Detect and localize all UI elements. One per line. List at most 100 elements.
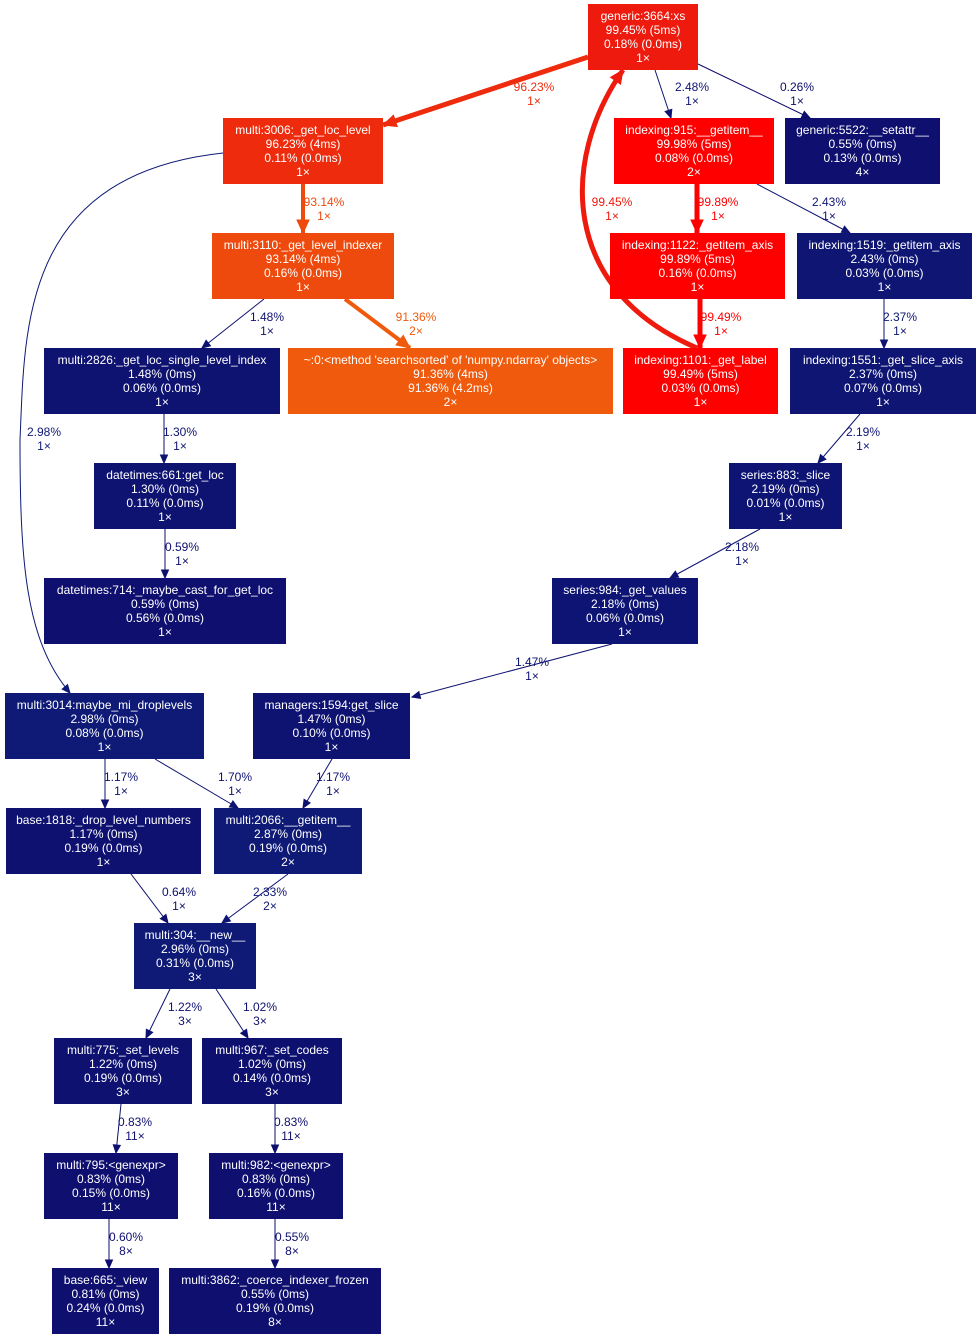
edge-e14 (817, 413, 861, 464)
node-stat-line: 2.19% (0ms) (751, 482, 819, 496)
node-stat-line: 1× (158, 625, 172, 639)
arrowhead-e19 (228, 800, 240, 809)
node-box (552, 578, 698, 644)
arrowhead-e12 (61, 683, 71, 694)
node-stat-line: 3× (265, 1085, 279, 1099)
node-stat-line: 0.81% (0ms) (71, 1287, 139, 1301)
node-function-name: multi:2066:__getitem__ (226, 813, 351, 827)
arrowhead-e25 (112, 1144, 122, 1155)
node-stat-line: 0.55% (0ms) (828, 137, 896, 151)
node-box (288, 348, 613, 414)
node-function-name: indexing:1551:_get_slice_axis (803, 353, 963, 367)
edge-e12 (19, 152, 224, 694)
node-stat-line: 1.02% (0ms) (238, 1057, 306, 1071)
node-stat-line: 99.89% (5ms) (660, 252, 735, 266)
node-stat-line: 0.19% (0.0ms) (84, 1071, 162, 1085)
edge-pct-label: 96.23% (514, 80, 555, 94)
node-n20: multi:304:__new__2.96% (0ms)0.31% (0.0ms… (134, 923, 256, 989)
node-n8: multi:2826:_get_loc_single_level_index1.… (44, 348, 280, 414)
node-stat-line: 4× (856, 165, 870, 179)
node-stat-line: 3× (116, 1085, 130, 1099)
node-stat-line: 11× (101, 1200, 120, 1214)
node-box (94, 463, 236, 529)
node-box (223, 118, 383, 184)
node-box (214, 808, 362, 874)
node-stat-line: 0.16% (0.0ms) (264, 266, 342, 280)
node-function-name: multi:3006:_get_loc_level (235, 123, 370, 137)
edge-pct-label: 0.60% (109, 1230, 143, 1244)
edge-calls-label: 1× (173, 439, 187, 453)
node-function-name: multi:967:_set_codes (215, 1043, 328, 1057)
edge-e23 (145, 988, 171, 1039)
edge-calls-label: 1× (260, 324, 274, 338)
edge-calls-label: 8× (119, 1244, 133, 1258)
edge-pct-label: 2.98% (27, 425, 61, 439)
edge-calls-label: 1× (228, 784, 242, 798)
node-stat-line: 0.59% (0ms) (131, 597, 199, 611)
edge-e22 (221, 873, 289, 924)
node-stat-line: 0.03% (0.0ms) (845, 266, 923, 280)
edge-pct-label: 0.83% (118, 1115, 152, 1129)
node-box (44, 578, 286, 644)
edge-calls-label: 3× (253, 1014, 267, 1028)
edge-calls-label: 1× (893, 324, 907, 338)
edge-pct-label: 2.48% (675, 80, 709, 94)
node-n3: indexing:915:__getitem__99.98% (5ms)0.08… (614, 118, 774, 184)
node-stat-line: 0.55% (0ms) (241, 1287, 309, 1301)
edge-calls-label: 1× (525, 669, 539, 683)
node-stat-line: 1× (97, 855, 111, 869)
node-stat-line: 0.13% (0.0ms) (823, 151, 901, 165)
edge-pct-label: 0.55% (275, 1230, 309, 1244)
node-box (54, 1038, 192, 1104)
edge-calls-label: 1× (175, 554, 189, 568)
arrowhead-e2 (664, 108, 673, 120)
arrowhead-e8 (201, 339, 212, 349)
node-stat-line: 99.49% (5ms) (663, 367, 738, 381)
node-function-name: multi:775:_set_levels (67, 1043, 179, 1057)
node-box (797, 233, 972, 299)
node-box (790, 348, 976, 414)
edge-pct-label: 91.36% (396, 310, 437, 324)
edge-calls-label: 2× (263, 899, 277, 913)
edge-pct-label: 99.49% (701, 310, 742, 324)
arrowhead-e3 (800, 110, 812, 119)
edge-pct-label: 0.26% (780, 80, 814, 94)
node-function-name: indexing:1101:_get_label (634, 353, 767, 367)
edge-pct-label: 1.47% (515, 655, 549, 669)
arrowhead-e4 (296, 219, 310, 235)
arrowhead-e13 (159, 454, 169, 465)
node-box (610, 233, 785, 299)
node-box (44, 348, 280, 414)
edge-pct-label: 1.17% (104, 770, 138, 784)
node-stat-line: 0.14% (0.0ms) (233, 1071, 311, 1085)
edge-pct-label: 1.22% (168, 1000, 202, 1014)
node-stat-line: 11× (96, 1315, 115, 1329)
node-stat-line: 2.37% (0ms) (849, 367, 917, 381)
edge-calls-label: 1× (790, 94, 804, 108)
edge-calls-label: 1× (317, 209, 331, 223)
edge-pct-label: 93.14% (304, 195, 345, 209)
edge-calls-label: 1× (326, 784, 340, 798)
node-stat-line: 0.83% (0ms) (77, 1172, 145, 1186)
node-stat-line: 0.83% (0ms) (242, 1172, 310, 1186)
node-function-name: multi:3110:_get_level_indexer (224, 238, 383, 252)
edge-pct-label: 0.59% (165, 540, 199, 554)
edge-calls-label: 11× (281, 1129, 300, 1143)
edge-pct-label: 1.48% (250, 310, 284, 324)
edge-e20 (302, 758, 333, 809)
node-stat-line: 0.16% (0.0ms) (237, 1186, 315, 1200)
node-stat-line: 96.23% (4ms) (266, 137, 341, 151)
edge-calls-label: 1× (114, 784, 128, 798)
edge-e9 (343, 297, 412, 350)
node-stat-line: 99.45% (5ms) (606, 23, 681, 37)
node-stat-line: 8× (268, 1315, 282, 1329)
node-stat-line: 0.08% (0.0ms) (65, 726, 143, 740)
node-stat-line: 0.06% (0.0ms) (586, 611, 664, 625)
